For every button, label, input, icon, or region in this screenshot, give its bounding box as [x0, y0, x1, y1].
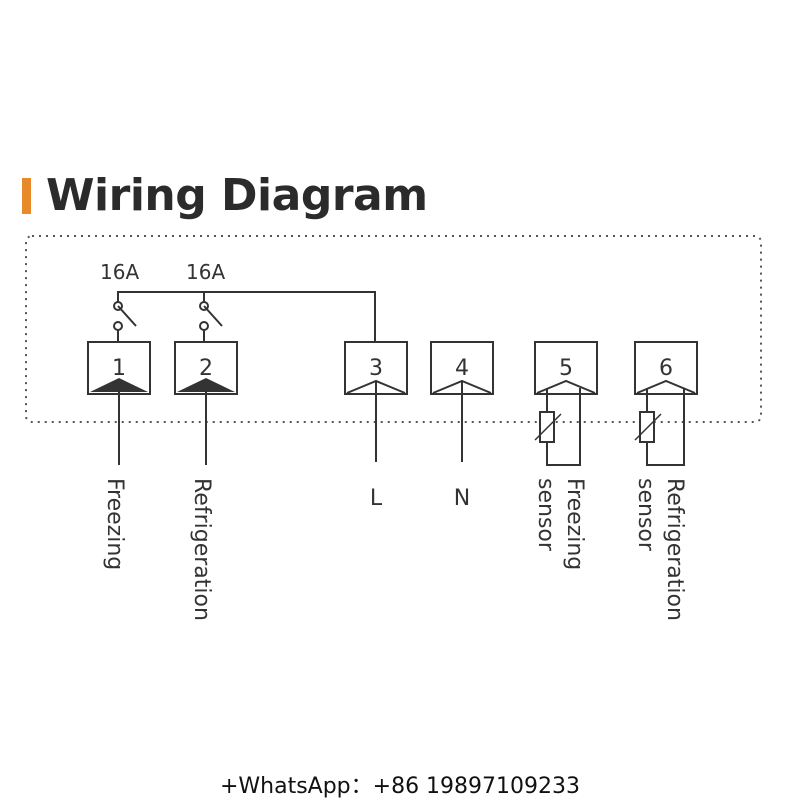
- terminal-6: 6: [634, 341, 698, 466]
- label-freezing-sensor-2: sensor: [533, 478, 558, 552]
- relay-1-switch: [113, 301, 137, 342]
- label-freezing-sensor-1: Freezing: [562, 478, 587, 570]
- relay-2-rating: 16A: [186, 260, 225, 284]
- relay-2-switch: [199, 301, 223, 342]
- contact-footer: +WhatsApp：+86 19897109233: [219, 774, 581, 799]
- terminal-6-number: 6: [659, 356, 673, 381]
- terminal-1: 1: [87, 341, 151, 465]
- terminal-3-number: 3: [369, 356, 383, 381]
- label-neutral: N: [454, 486, 470, 511]
- page-title: Wiring Diagram: [46, 170, 428, 221]
- terminal-5: 5: [534, 341, 598, 466]
- label-refrigeration-sensor-1: Refrigeration: [662, 478, 687, 621]
- terminal-5-number: 5: [559, 356, 573, 381]
- label-line: L: [370, 486, 383, 511]
- label-refrigeration: Refrigeration: [189, 478, 214, 621]
- common-bus-wire: [117, 291, 376, 342]
- terminal-1-number: 1: [112, 356, 126, 381]
- terminal-2: 2: [174, 341, 238, 465]
- terminal-4-number: 4: [455, 356, 469, 381]
- terminal-4: 4: [430, 341, 494, 462]
- terminal-3: 3: [344, 341, 408, 462]
- label-freezing: Freezing: [102, 478, 127, 570]
- relay-1-rating: 16A: [100, 260, 139, 284]
- controller-enclosure: [25, 235, 762, 423]
- title-accent-bar: [22, 178, 31, 214]
- label-refrigeration-sensor-2: sensor: [633, 478, 658, 552]
- terminal-2-number: 2: [199, 356, 213, 381]
